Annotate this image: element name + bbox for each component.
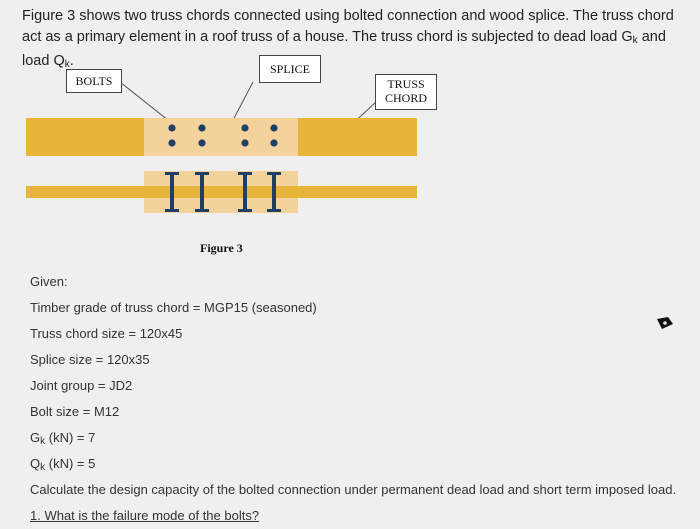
bolt-elevation xyxy=(267,172,281,212)
pen-marker-icon xyxy=(657,317,673,329)
bolt xyxy=(198,139,206,147)
bolt-elevation-group xyxy=(165,172,281,212)
truss-chord-elevation xyxy=(26,186,417,198)
figure-caption: Figure 3 xyxy=(200,241,243,255)
intro-subscript-k: k xyxy=(64,59,70,70)
splice-label: SPLICE xyxy=(259,55,321,83)
truss-chord-label: TRUSS CHORD xyxy=(375,74,437,110)
bolt-elevation xyxy=(165,172,179,212)
bolt-elevation xyxy=(238,172,252,212)
load-g-subscript: k xyxy=(40,436,46,447)
given-item: Joint group = JD2 xyxy=(30,378,133,393)
given-item: Splice size = 120x35 xyxy=(30,352,150,367)
given-item: Timber grade of truss chord = MGP15 (sea… xyxy=(30,300,317,315)
intro-text-3: . xyxy=(69,53,74,69)
bolt xyxy=(168,124,176,132)
given-load-g: Gk (kN) = 7 xyxy=(30,425,690,451)
given-section: Given: Timber grade of truss chord = MGP… xyxy=(30,269,690,529)
splice-plate xyxy=(144,118,298,156)
splice-leader-line xyxy=(231,81,254,123)
load-g-value: (kN) = 7 xyxy=(45,430,96,445)
truss-chord-left xyxy=(26,118,144,156)
question-1: 1. What is the failure mode of the bolts… xyxy=(30,508,260,523)
task-statement: Calculate the design capacity of the bol… xyxy=(30,482,677,497)
truss-chord-right xyxy=(298,118,417,156)
bolt xyxy=(168,139,176,147)
intro-paragraph: Figure 3 shows two truss chords connecte… xyxy=(22,6,692,75)
load-q-symbol: Q xyxy=(30,456,41,471)
intro-text-1: Figure 3 shows two truss chords connecte… xyxy=(22,8,674,45)
load-q-value: (kN) = 5 xyxy=(45,456,96,471)
load-q-subscript: k xyxy=(40,462,46,473)
given-item: Bolt size = M12 xyxy=(30,404,120,419)
given-heading: Given: xyxy=(30,274,68,289)
load-g-symbol: G xyxy=(30,430,41,445)
bolt xyxy=(270,124,278,132)
given-item: Truss chord size = 120x45 xyxy=(30,326,183,341)
given-load-q: Qk (kN) = 5 xyxy=(30,451,690,477)
intro-text-2: and load Q xyxy=(22,29,666,69)
bolt xyxy=(270,139,278,147)
bolt xyxy=(198,124,206,132)
bolt xyxy=(241,124,249,132)
bolt xyxy=(241,139,249,147)
intro-subscript-k: k xyxy=(632,35,638,46)
bolts-label: BOLTS xyxy=(66,69,122,93)
bolt-elevation xyxy=(195,172,209,212)
truss-figure xyxy=(26,81,417,213)
bolt-group xyxy=(168,124,278,147)
